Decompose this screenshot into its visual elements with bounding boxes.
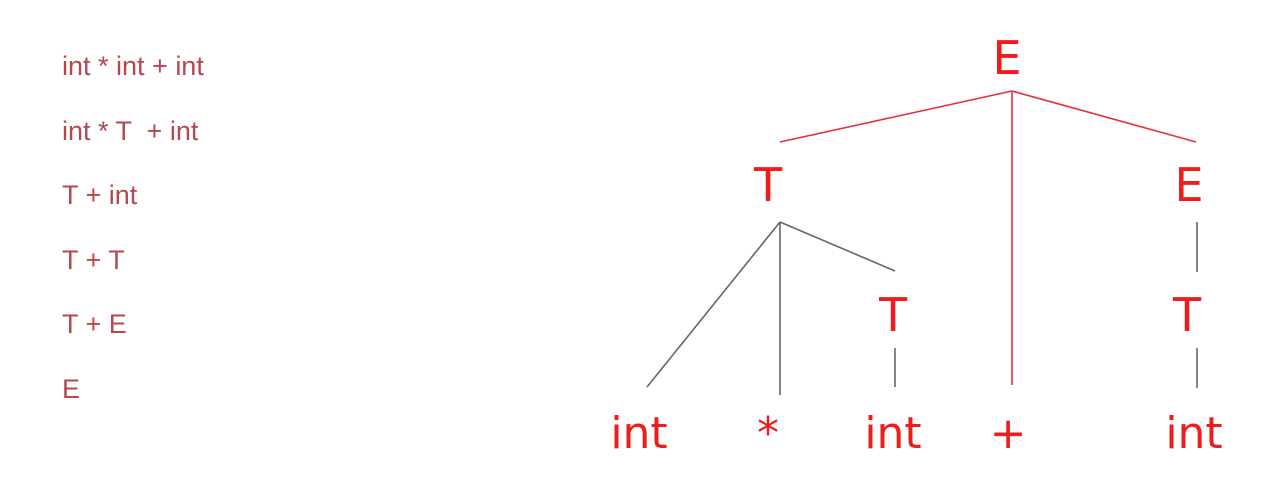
right-E-node: E (1174, 158, 1203, 212)
edge-T-to-int-1 (646, 221, 781, 388)
leaf-int-2: int (864, 408, 921, 459)
root-E-node: E (992, 31, 1021, 85)
derivation-step-6: E (62, 373, 81, 404)
middle-T-node: T (878, 288, 908, 342)
derivation-step-3: T + int (62, 180, 138, 210)
derivation-step-4: T + T (62, 244, 125, 275)
leaf-int-3: int (1165, 408, 1222, 459)
edge-root-to-T (779, 90, 1013, 143)
left-T-node: T (753, 158, 783, 212)
edge-T-to-T (779, 221, 896, 272)
leaf-star: * (757, 408, 779, 459)
derivation-step-2: int * T + int (62, 115, 199, 146)
leaf-int-1: int (610, 408, 667, 459)
edge-root-to-E (1011, 90, 1197, 143)
leaf-plus: + (990, 408, 1027, 459)
right-T-node: T (1172, 288, 1202, 342)
derivation-step-5: T + E (62, 309, 127, 339)
derivation-steps: int * int + int int * T + int T + int T … (62, 46, 204, 433)
derivation-step-1: int * int + int (62, 51, 204, 81)
